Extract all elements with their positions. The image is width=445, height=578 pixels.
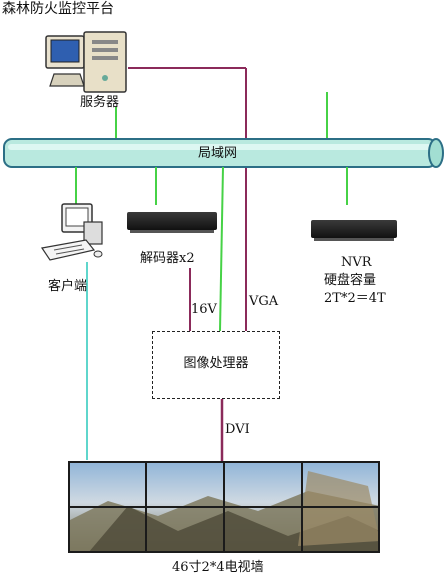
decoder-device-shadow (130, 230, 214, 233)
lan-label: 局域网 (198, 146, 238, 161)
nvr-storage-label: 硬盘容量 (324, 273, 377, 288)
video-wall-icon (68, 461, 380, 553)
link-dvi-label: DVI (225, 422, 250, 437)
nvr-device-icon (311, 220, 397, 238)
decoder-device-icon (127, 212, 217, 230)
nvr-label: NVR (341, 255, 372, 270)
link-vga-label: VGA (249, 294, 279, 309)
client-icon (40, 203, 103, 261)
server-icon (45, 31, 127, 93)
image-processor-label: 图像处理器 (183, 356, 249, 371)
processor-lan-link (219, 166, 224, 332)
page-title: 森林防火监控平台 (2, 1, 114, 17)
image-processor-box (152, 331, 280, 399)
link-16v-label: 16V (191, 302, 217, 317)
video-wall-label: 46寸2*4电视墙 (172, 560, 264, 575)
nvr-capacity-label: 2T*2＝4T (324, 291, 386, 306)
nvr-device-shadow (314, 238, 394, 241)
lan-bus (3, 138, 444, 168)
server-label: 服务器 (80, 95, 120, 110)
client-label: 客户端 (48, 279, 88, 294)
decoder-label: 解码器x2 (140, 251, 195, 266)
